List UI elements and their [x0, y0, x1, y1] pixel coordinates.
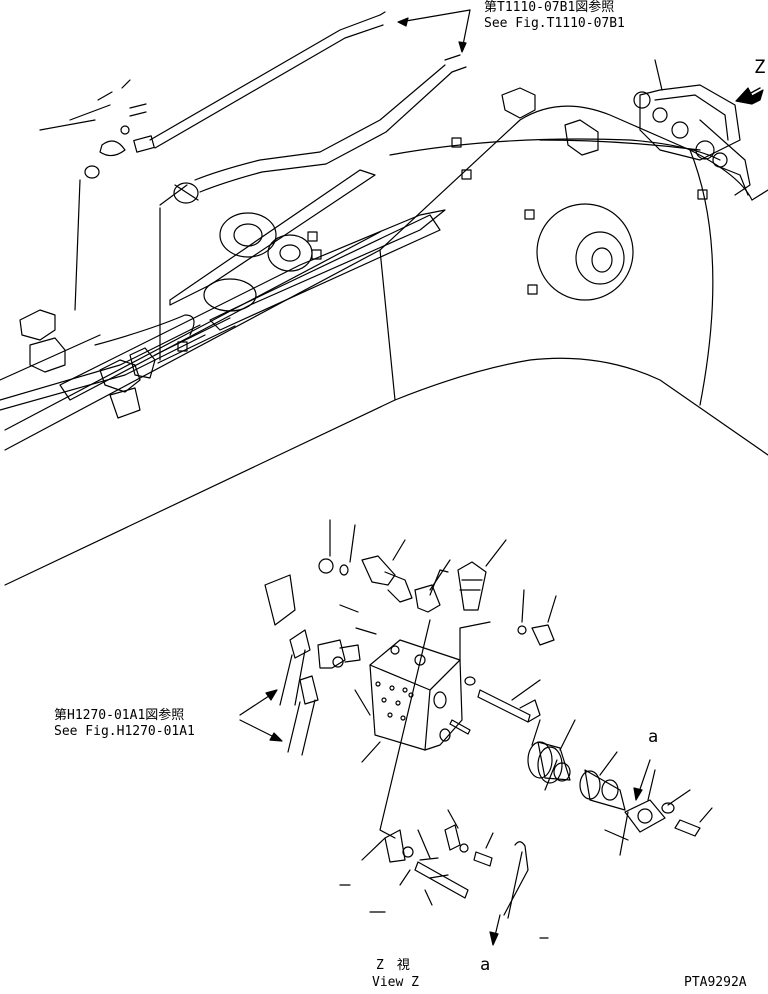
mid-reference-jp: 第H1270-01A1図参照: [54, 708, 185, 723]
top-reference-jp: 第T1110-07B1図参照: [484, 0, 615, 15]
pipe-lines: [0, 11, 721, 419]
top-reference-leaders: [397, 9, 471, 53]
detail-letter-bottom: a: [480, 955, 491, 975]
boom-assembly: [4, 87, 768, 586]
mid-reference-leaders: [239, 689, 283, 742]
exploded-view-z: [264, 519, 713, 939]
view-arrow-letter: Z: [754, 56, 766, 78]
detail-letter-right: a: [648, 727, 659, 747]
top-reference-en: See Fig.T1110-07B1: [484, 16, 625, 31]
view-arrows: [489, 759, 651, 946]
drawing-code: PTA9292A: [684, 975, 747, 990]
control-valve-assembly: [633, 59, 764, 196]
view-caption-jp: Z 視: [376, 958, 410, 973]
mid-reference-en: See Fig.H1270-01A1: [54, 724, 195, 739]
view-caption-en: View Z: [372, 975, 419, 990]
